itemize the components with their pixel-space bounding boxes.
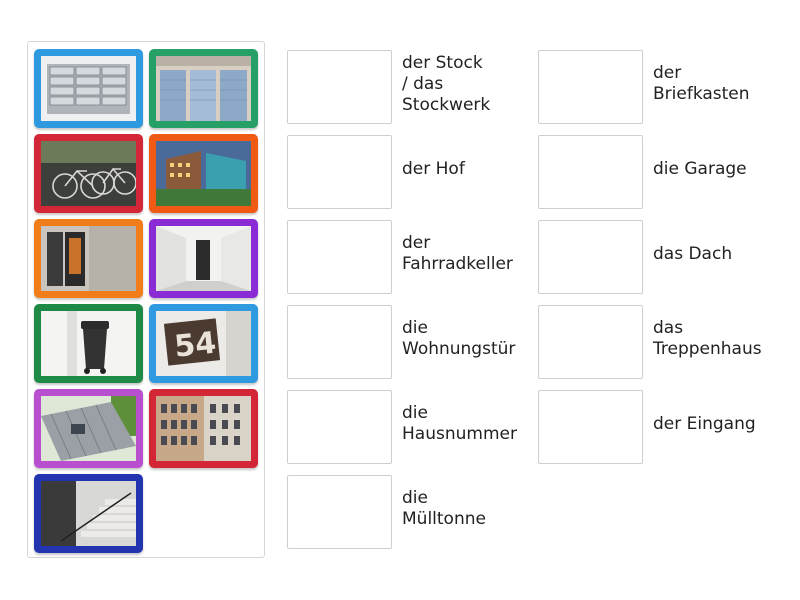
label-muelltonne: die Mülltonne — [402, 488, 486, 529]
roof-image — [41, 396, 136, 461]
tile-building-facade[interactable] — [149, 389, 258, 468]
mailboxes-image — [41, 56, 136, 121]
drop-slot-garage[interactable] — [538, 135, 643, 209]
drop-slot-wohnungstuer[interactable] — [287, 305, 392, 379]
drop-slot-stock[interactable] — [287, 50, 392, 124]
entrance-door-image — [41, 226, 136, 291]
tile-house-number[interactable]: 54 — [149, 304, 258, 383]
tile-bicycles[interactable] — [34, 134, 143, 213]
staircase-image — [41, 481, 136, 546]
tile-entrance-door[interactable] — [34, 219, 143, 298]
label-hof: der Hof — [402, 158, 465, 179]
courtyard-image — [156, 141, 251, 206]
garage-image — [156, 56, 251, 121]
label-treppenhaus: das Treppenhaus — [653, 318, 762, 359]
hallway-door-image — [156, 226, 251, 291]
building-facade-image — [156, 396, 251, 461]
label-dach: das Dach — [653, 243, 733, 264]
drop-slot-treppenhaus[interactable] — [538, 305, 643, 379]
house-number-image: 54 — [156, 311, 251, 376]
drop-slot-hof[interactable] — [287, 135, 392, 209]
label-hausnummer: die Hausnummer — [402, 403, 517, 444]
trash-bin-image — [41, 311, 136, 376]
label-stock: der Stock / das Stockwerk — [402, 52, 491, 115]
tile-trash-bin[interactable] — [34, 304, 143, 383]
drop-slot-hausnummer[interactable] — [287, 390, 392, 464]
tile-hallway-door[interactable] — [149, 219, 258, 298]
tile-garage[interactable] — [149, 49, 258, 128]
tile-courtyard[interactable] — [149, 134, 258, 213]
tile-mailboxes[interactable] — [34, 49, 143, 128]
drop-slot-eingang[interactable] — [538, 390, 643, 464]
drop-slot-briefkasten[interactable] — [538, 50, 643, 124]
label-wohnungstuer: die Wohnungstür — [402, 318, 516, 359]
label-fahrradkeller: der Fahrradkeller — [402, 233, 513, 274]
label-briefkasten: der Briefkasten — [653, 63, 750, 104]
drop-slot-muelltonne[interactable] — [287, 475, 392, 549]
bicycles-image — [41, 141, 136, 206]
label-garage: die Garage — [653, 158, 747, 179]
drop-slot-fahrradkeller[interactable] — [287, 220, 392, 294]
tile-staircase[interactable] — [34, 474, 143, 553]
tile-roof[interactable] — [34, 389, 143, 468]
svg-text:54: 54 — [173, 326, 218, 365]
label-eingang: der Eingang — [653, 413, 756, 434]
drop-slot-dach[interactable] — [538, 220, 643, 294]
